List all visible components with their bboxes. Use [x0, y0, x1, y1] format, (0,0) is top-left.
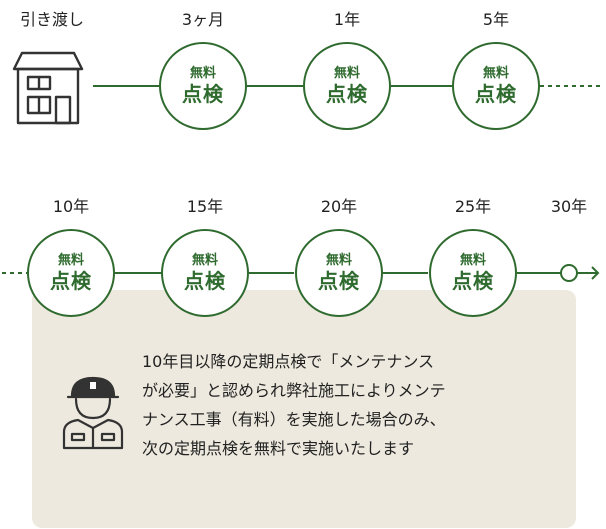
inspection-label: 点検 — [475, 82, 517, 106]
period-label-1-year: 1年 — [333, 10, 361, 29]
period-label-5-years: 5年 — [482, 10, 510, 29]
inspection-label: 点検 — [452, 269, 494, 293]
inspection-label: 点検 — [182, 82, 224, 106]
worker-icon — [62, 376, 124, 450]
inspection-label: 点検 — [50, 269, 92, 293]
free-label: 無料 — [57, 253, 84, 268]
inspection-label: 点検 — [326, 82, 368, 106]
house-icon — [12, 51, 84, 125]
note-line-3: ナンス工事（有料）を実施した場合のみ、 — [142, 410, 446, 429]
note-line-2: が必要」と認められ弊社施工によりメンテ — [142, 381, 446, 400]
inspection-circle-15-years: 無料 点検 — [161, 229, 249, 317]
period-label-3-months: 3ヶ月 — [181, 10, 225, 29]
end-label: 30年 — [550, 197, 588, 216]
free-label: 無料 — [191, 253, 218, 268]
period-label-25-years: 25年 — [454, 197, 492, 216]
inspection-circle-25-years: 無料 点検 — [429, 229, 517, 317]
inspection-circle-20-years: 無料 点検 — [295, 229, 383, 317]
inspection-circle-10-years: 無料 点検 — [27, 229, 115, 317]
note-panel — [32, 290, 576, 528]
inspection-circle-3-months: 無料 点検 — [159, 42, 247, 130]
note-line-1: 10年目以降の定期点検で「メンテナンス — [142, 352, 435, 371]
inspection-label: 点検 — [318, 269, 360, 293]
note-text: 10年目以降の定期点検で「メンテナンス が必要」と認められ弊社施工によりメンテ … — [142, 347, 562, 463]
inspection-label: 点検 — [184, 269, 226, 293]
inspection-circle-1-year: 無料 点検 — [303, 42, 391, 130]
free-label: 無料 — [482, 66, 509, 81]
note-line-4: 次の定期点検を無料で実施いたします — [142, 439, 415, 458]
free-label: 無料 — [189, 66, 216, 81]
period-label-15-years: 15年 — [186, 197, 224, 216]
arrow-right-icon — [560, 264, 600, 282]
free-label: 無料 — [459, 253, 486, 268]
free-label: 無料 — [333, 66, 360, 81]
start-label: 引き渡し — [19, 10, 85, 29]
period-label-20-years: 20年 — [320, 197, 358, 216]
inspection-circle-5-years: 無料 点検 — [452, 42, 540, 130]
free-label: 無料 — [325, 253, 352, 268]
period-label-10-years: 10年 — [52, 197, 90, 216]
